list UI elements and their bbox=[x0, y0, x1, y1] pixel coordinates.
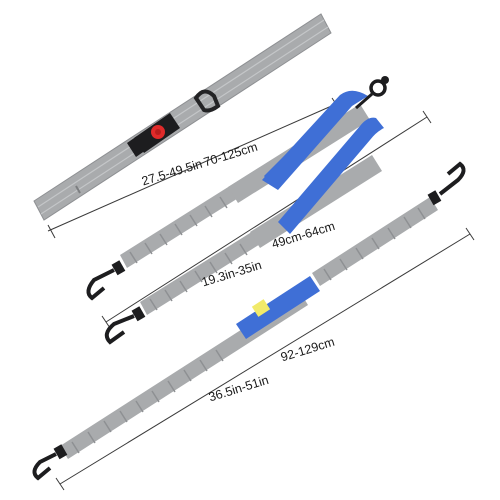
snap-hook-icon bbox=[104, 306, 146, 345]
logo-tag bbox=[251, 299, 271, 317]
buckle-icon bbox=[127, 113, 180, 157]
bungee-leash bbox=[32, 161, 466, 481]
d-ring-icon bbox=[193, 89, 221, 113]
dimension-lines bbox=[47, 97, 475, 491]
blue-sleeve bbox=[236, 276, 320, 339]
blue-handle-lower bbox=[278, 117, 384, 234]
snap-hook-icon bbox=[427, 161, 466, 206]
dimension-line-double bbox=[105, 116, 428, 323]
snap-hook-icon bbox=[86, 260, 126, 301]
waist-belt bbox=[33, 13, 332, 221]
snap-hook-icon bbox=[32, 444, 68, 481]
double-leash bbox=[86, 76, 389, 345]
swivel-clip-icon bbox=[355, 76, 389, 110]
dimension-line-waist bbox=[47, 103, 337, 232]
dimension-line-bungee bbox=[59, 233, 471, 485]
